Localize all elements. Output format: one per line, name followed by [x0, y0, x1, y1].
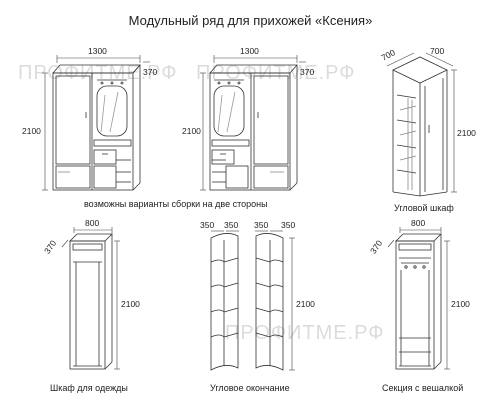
- dim-corner-width-right: 700: [430, 46, 445, 56]
- hallway-set-right-drawing: [209, 64, 298, 191]
- hanger-section-drawing: [395, 233, 442, 370]
- dim-width-corner-end-1: 350: [200, 220, 215, 230]
- dim-depth-set-left: 370: [143, 67, 158, 77]
- watermark-bottom: ПРОФИТМЕ.РФ: [225, 322, 385, 344]
- hallway-set-left-drawing: [52, 64, 141, 191]
- dim-height-corner-end: 2100: [296, 299, 315, 309]
- dim-width-hanger: 800: [411, 218, 426, 228]
- dim-width-set-right: 1300: [240, 46, 259, 56]
- caption-corner-end: Угловое окончание: [210, 383, 290, 393]
- dim-height-set-left: 2100: [22, 126, 41, 136]
- dimension-lines-corner: [386, 52, 457, 193]
- corner-end-right-drawing: [255, 233, 284, 371]
- caption-corner-cabinet: Угловой шкаф: [394, 203, 454, 213]
- dimension-lines-corner-end: [211, 230, 295, 371]
- dimension-lines-wardrobe: [61, 227, 120, 370]
- dimension-lines-hanger: [387, 227, 450, 370]
- caption-hanger-section: Секция с вешалкой: [382, 383, 464, 393]
- dim-width-wardrobe: 800: [85, 218, 100, 228]
- dim-width-corner-end-3: 350: [254, 220, 269, 230]
- dim-height-set-right: 2100: [182, 126, 201, 136]
- dim-width-set-left: 1300: [88, 46, 107, 56]
- caption-wardrobe: Шкаф для одежды: [50, 383, 128, 393]
- dim-height-corner: 2100: [457, 128, 476, 138]
- caption-assembly: возможны варианты сборки на две стороны: [84, 199, 268, 209]
- dimension-lines-middle: [200, 55, 306, 191]
- dim-height-wardrobe: 2100: [121, 299, 140, 309]
- dim-height-hanger: 2100: [451, 299, 470, 309]
- wardrobe-drawing: [69, 233, 113, 370]
- dimension-lines-left: [42, 55, 150, 191]
- corner-end-left-drawing: [210, 233, 239, 371]
- dim-depth-set-right: 370: [300, 67, 315, 77]
- corner-cabinet-drawing: [392, 56, 448, 197]
- dim-width-corner-end-4: 350: [281, 220, 296, 230]
- page-title: Модульный ряд для прихожей «Ксения»: [128, 13, 373, 28]
- dim-width-corner-end-2: 350: [224, 220, 239, 230]
